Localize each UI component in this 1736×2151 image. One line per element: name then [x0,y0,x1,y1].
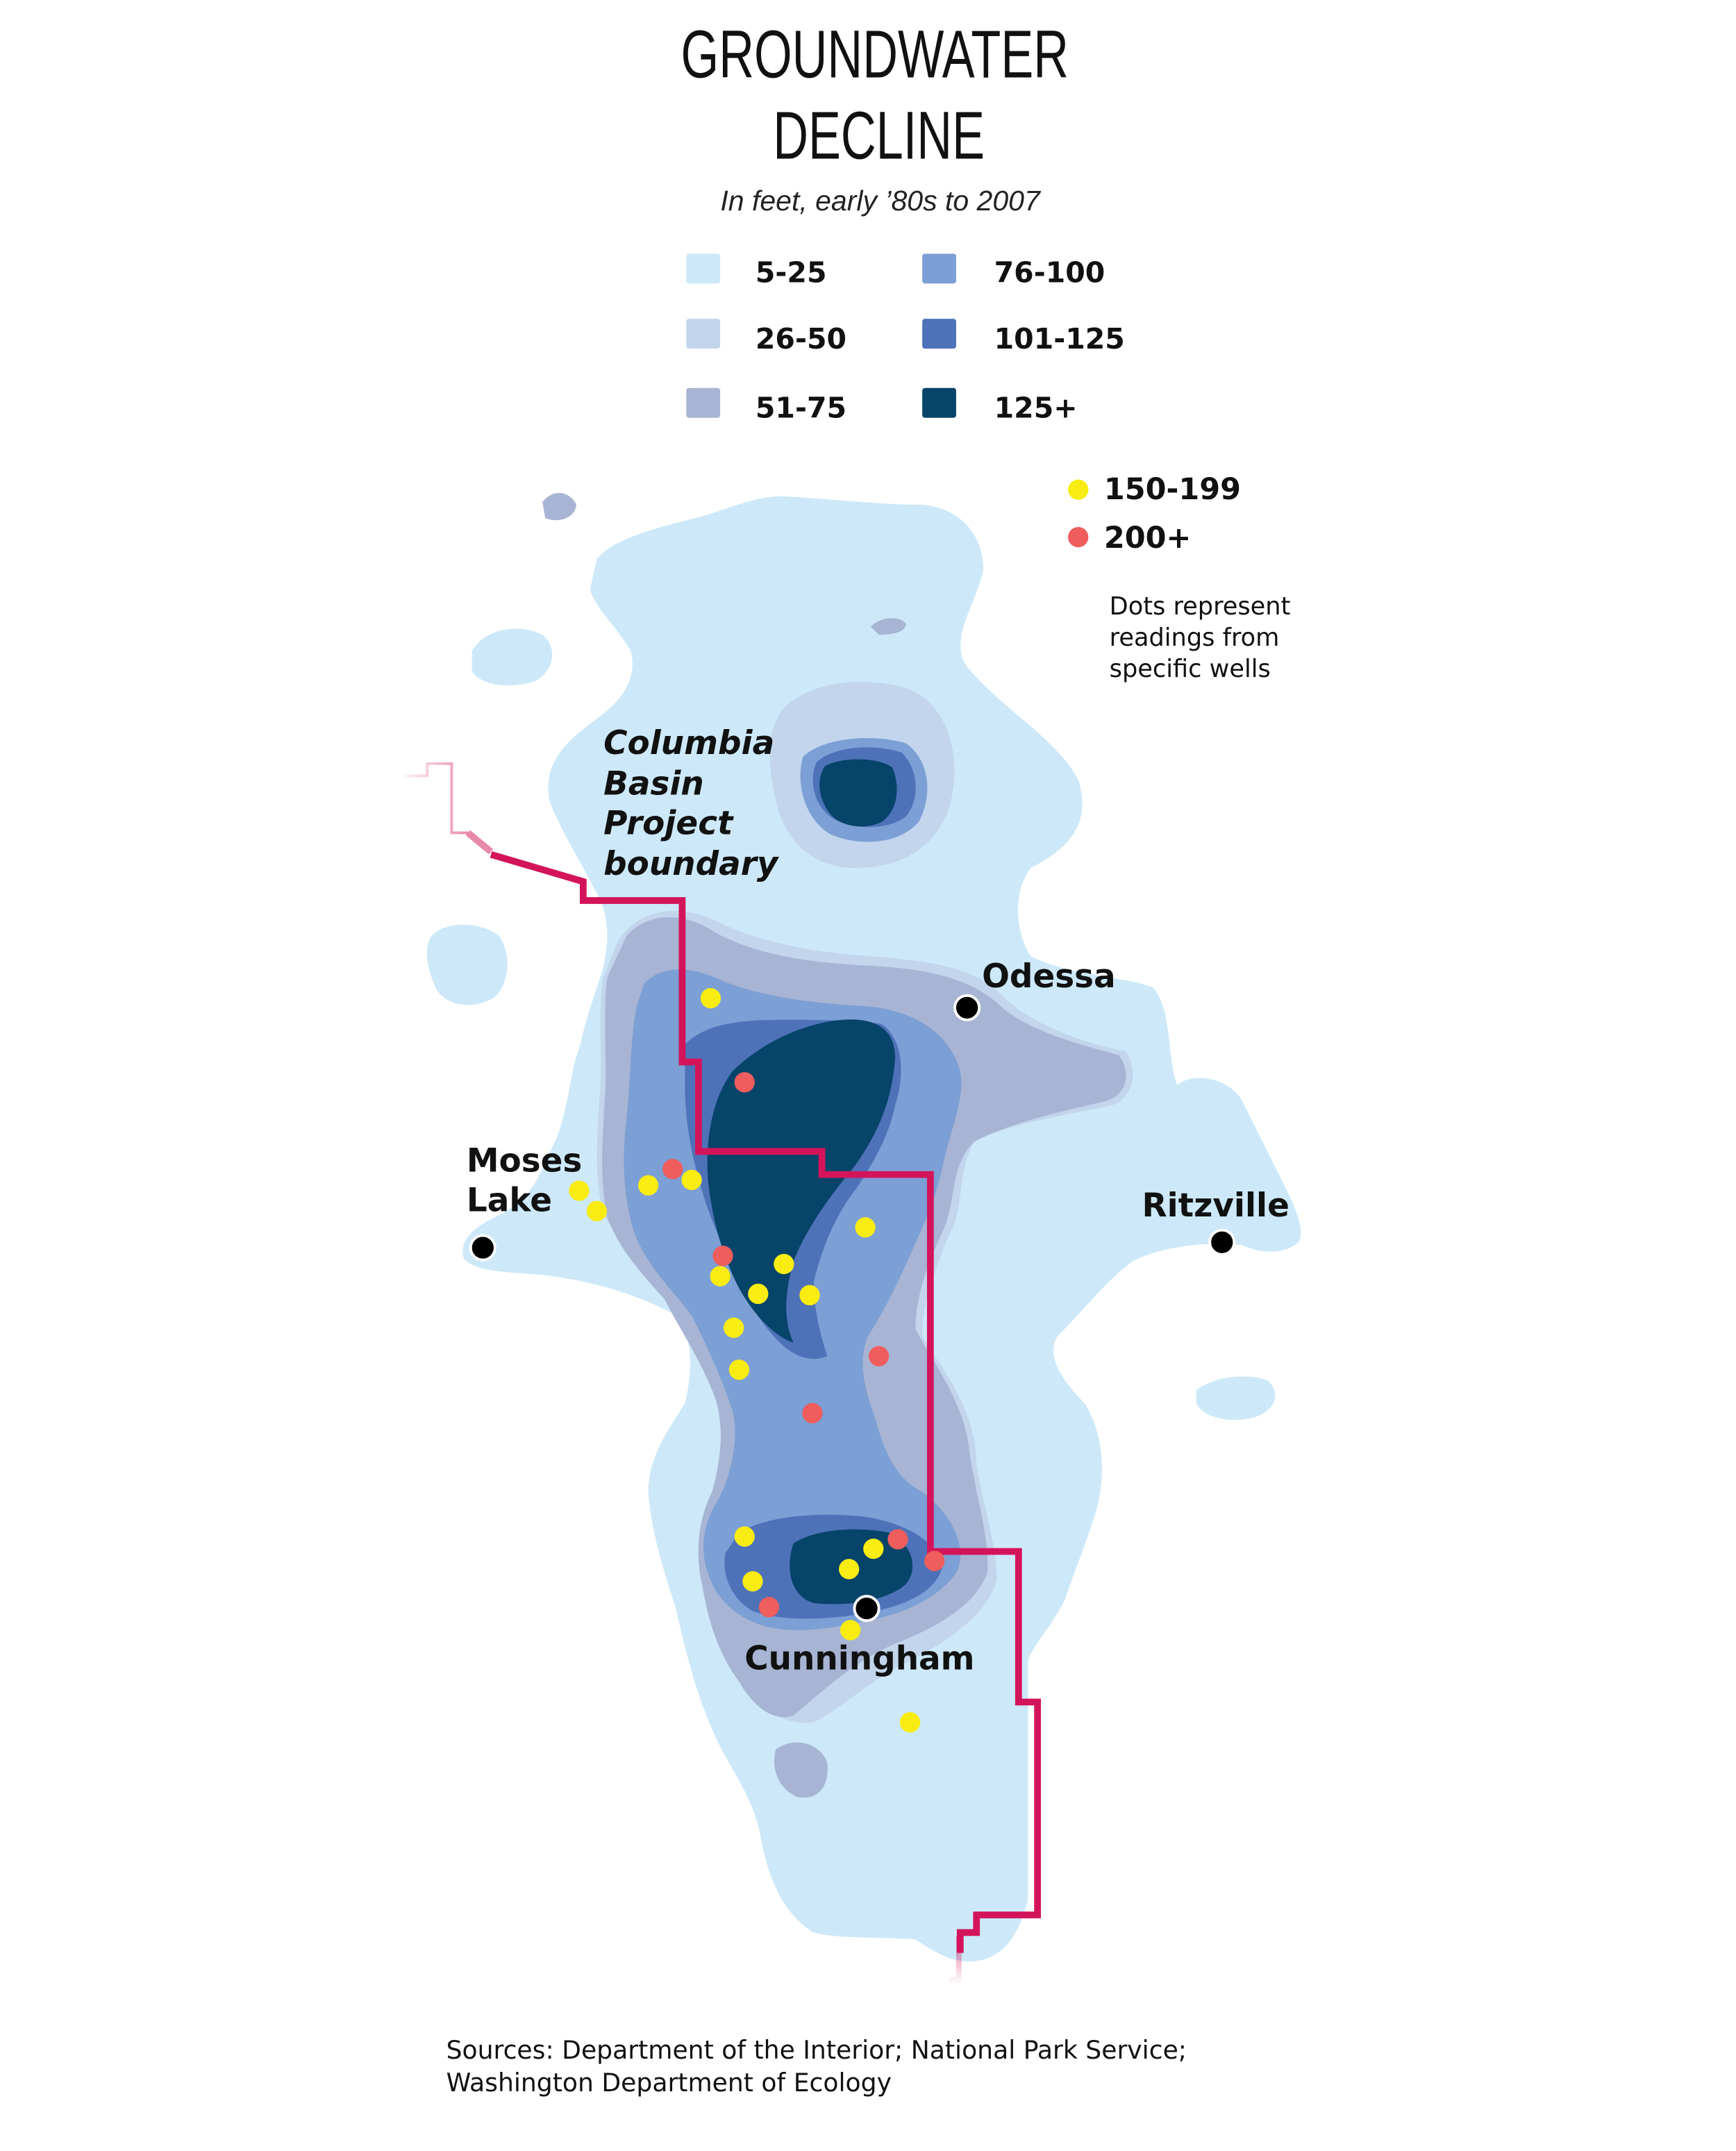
well-marker [742,1571,763,1592]
legend-label-125-plus: 125+ [994,392,1078,425]
city-label-cunningham: Cunningham [744,1639,974,1677]
dot-legend-swatch-200-plus [1068,526,1089,548]
city-label-moses-lake-line-1: Moses [467,1142,582,1180]
boundary-line-faded-top-2 [465,830,494,855]
well-marker [887,1529,908,1550]
well-marker [868,1346,890,1366]
contour-map [426,492,1301,1962]
contour-5-25-east-blob [1196,1376,1276,1421]
city-label-ritzville: Ritzville [1142,1187,1290,1225]
well-marker [855,1217,876,1238]
boundary-label: Columbia Basin Project boundary [603,724,780,883]
contour-125-plus-main [707,1019,896,1343]
contour-51-75-west-blob [542,492,577,521]
city-label-moses-lake-line-2: Lake [467,1181,552,1219]
title-line-2: DECLINE [773,98,985,174]
well-marker [863,1538,884,1559]
well-marker [748,1283,769,1305]
well-marker [924,1550,945,1571]
legend-label-101-125: 101-125 [994,322,1125,355]
boundary-label-line-4: boundary [603,845,780,883]
city-marker-cunningham [853,1595,880,1623]
legend-swatch-51-75 [686,387,721,418]
dot-legend-note-line-2: readings from [1110,623,1280,652]
well-marker [758,1596,780,1618]
contour-5-25-west-blob-2 [426,924,508,1005]
legend-label-76-100: 76-100 [994,256,1105,289]
boundary-label-line-2: Basin [603,765,704,803]
city-marker-moses-lake [469,1234,496,1262]
boundary-label-line-1: Columbia [603,724,774,762]
legend-label-51-75: 51-75 [756,392,846,425]
legend-swatch-101-125 [922,319,956,349]
well-marker [723,1317,744,1338]
title-line-1: GROUNDWATER [681,17,1069,92]
legend-label-26-50: 26-50 [756,322,846,355]
legend-swatch-125-plus [922,387,956,418]
well-marker [734,1072,755,1093]
contour-5-25-west-blob [471,628,553,686]
subtitle: In feet, early ’80s to 2007 [720,185,1042,217]
city-markers [469,994,1236,1623]
legend-swatch-76-100 [922,253,956,284]
well-marker [728,1359,750,1380]
wells-150-199 [569,988,921,1733]
well-marker [681,1169,702,1191]
dot-legend-label-150-199: 150-199 [1104,472,1241,507]
well-marker [799,1284,820,1306]
well-marker [586,1200,608,1221]
contour-125-plus-north [819,759,897,827]
contour-51-75-north-blob [870,618,906,635]
dot-legend-note-line-3: specific wells [1110,655,1271,683]
well-marker [802,1403,823,1423]
legend-swatch-5-25 [686,253,721,284]
boundary-line-faded-top [404,762,468,835]
contour-51-75-south-blob [774,1742,828,1798]
sources-line-1: Sources: Department of the Interior; Nat… [446,2035,1187,2065]
well-marker [774,1253,794,1275]
city-marker-ritzville [1208,1228,1236,1256]
well-marker [839,1559,860,1580]
legend-swatch-26-50 [686,319,721,349]
sources-line-2: Washington Department of Ecology [446,2068,892,2098]
dot-legend-note-line-1: Dots represent [1110,592,1291,621]
well-marker [840,1620,861,1641]
wells-200-plus [662,1072,945,1618]
well-marker [712,1246,733,1266]
dot-legend-swatch-150-199 [1068,479,1089,500]
contour-5-25-east-arm [1174,1078,1301,1250]
city-marker-odessa [953,994,981,1021]
dot-legend: 150-199 200+ Dots represent readings fro… [1068,472,1290,683]
legend-label-5-25: 5-25 [756,256,827,289]
well-marker [899,1711,921,1733]
well-marker [734,1526,755,1547]
well-marker [662,1159,683,1180]
well-marker [569,1180,590,1201]
boundary-line [490,851,1042,1953]
well-marker [700,988,721,1009]
dot-legend-label-200-plus: 200+ [1104,521,1192,555]
legend: 5-25 26-50 51-75 76-100 101-125 125+ [686,253,1125,425]
well-marker [710,1266,731,1287]
well-marker [637,1175,659,1196]
city-label-odessa: Odessa [982,957,1116,996]
boundary-label-line-3: Project [603,804,734,842]
